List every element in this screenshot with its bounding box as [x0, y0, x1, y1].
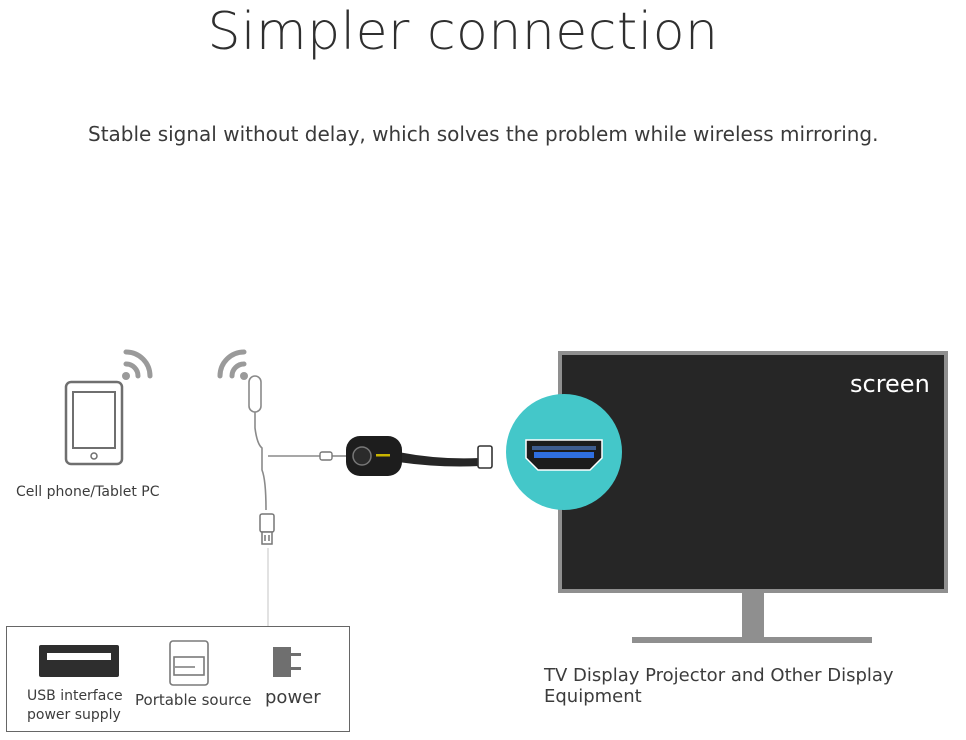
tablet-icon — [64, 380, 124, 466]
tv-stand-neck — [742, 591, 764, 639]
display-equipment-label: TV Display Projector and Other Display E… — [544, 665, 894, 707]
power-label: power — [265, 687, 321, 708]
dongle-cables — [248, 375, 347, 626]
portable-source-label: Portable source — [135, 691, 252, 709]
wireless-dongle — [346, 436, 493, 476]
power-icons — [39, 640, 301, 686]
usb-port-icon — [39, 645, 119, 677]
wifi-icon-device — [122, 349, 153, 380]
tv-stand-base — [632, 637, 872, 643]
wifi-icon-antenna — [217, 349, 248, 380]
tv-display — [558, 351, 948, 643]
page-title: Simpler connection — [207, 2, 719, 62]
screen-label: screen — [850, 370, 930, 398]
hdmi-port-icon — [506, 394, 622, 510]
power-adapter-icon — [273, 647, 301, 677]
device-label: Cell phone/Tablet PC — [16, 484, 160, 500]
power-sources-box: USB interface power supply Portable sour… — [6, 626, 350, 732]
micro-usb-connector — [319, 451, 333, 461]
usb-plug-icon — [259, 513, 275, 545]
page-subtitle: Stable signal without delay, which solve… — [88, 122, 879, 146]
usb-power-label: USB interface power supply — [27, 688, 123, 723]
power-bank-icon — [169, 640, 209, 686]
